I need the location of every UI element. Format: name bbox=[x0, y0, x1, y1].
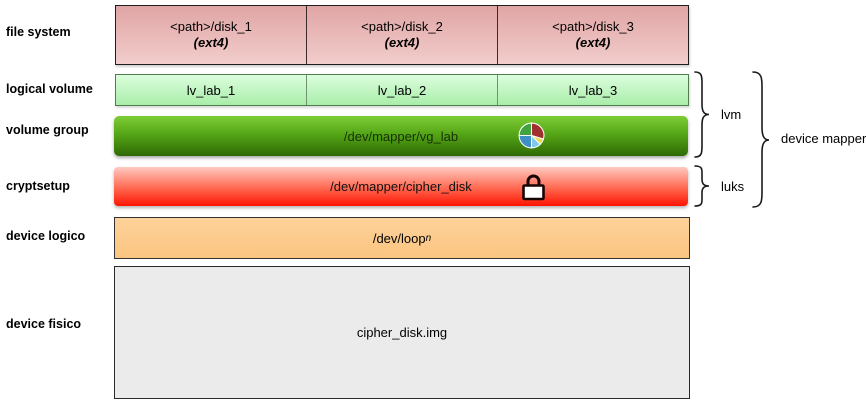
row-label-device-fisico: device fisico bbox=[6, 317, 82, 331]
pie-chart-icon bbox=[518, 122, 545, 149]
cryptsetup-device-path: /dev/mapper/cipher_disk bbox=[330, 179, 472, 194]
logical-volume-box: lv_lab_1 lv_lab_2 lv_lab_3 bbox=[115, 74, 689, 106]
lv-1-cell: lv_lab_1 bbox=[116, 75, 307, 105]
lvm-brace bbox=[694, 71, 710, 158]
device-fisico-box: cipher_disk.img bbox=[114, 266, 690, 399]
volume-group-device-path: /dev/mapper/vg_lab bbox=[343, 128, 459, 144]
lv-3-cell: lv_lab_3 bbox=[568, 82, 618, 98]
disk-3-path: <path>/disk_3 bbox=[552, 19, 634, 34]
cryptsetup-bar: /dev/mapper/cipher_disk bbox=[114, 167, 688, 206]
loop-device-path: /dev/loop bbox=[372, 230, 426, 246]
lvm-annotation: lvm bbox=[721, 107, 742, 122]
disk-1-path: <path>/disk_1 bbox=[170, 19, 252, 34]
row-label-device-logico: device logico bbox=[6, 229, 86, 243]
disk-1-fs-type: (ext4) bbox=[193, 35, 229, 50]
row-label-volume-group: volume group bbox=[6, 123, 89, 137]
disk-1-cell: <path>/disk_1 (ext4) bbox=[116, 6, 307, 64]
loop-device-subscript: n bbox=[425, 232, 432, 244]
padlock-icon bbox=[522, 174, 545, 201]
lv-2-cell: lv_lab_2 bbox=[307, 75, 498, 105]
disk-2-cell: <path>/disk_2 (ext4) bbox=[307, 6, 498, 64]
device-mapper-annotation: device mapper bbox=[781, 131, 866, 146]
file-system-box: <path>/disk_1 (ext4) <path>/disk_2 (ext4… bbox=[115, 5, 689, 65]
disk-3-cell: <path>/disk_3 (ext4) bbox=[498, 6, 688, 64]
device-mapper-brace bbox=[752, 71, 770, 208]
disk-3-fs-type: (ext4) bbox=[575, 35, 611, 50]
disk-2-path: <path>/disk_2 bbox=[361, 19, 443, 34]
row-label-logical-volume: logical volume bbox=[6, 82, 93, 96]
volume-group-bar: /dev/mapper/vg_lab bbox=[114, 116, 688, 156]
luks-annotation: luks bbox=[721, 179, 745, 194]
row-label-file-system: file system bbox=[6, 25, 71, 39]
disk-image-filename: cipher_disk.img bbox=[356, 325, 448, 340]
row-label-cryptsetup: cryptsetup bbox=[6, 179, 70, 193]
disk-2-fs-type: (ext4) bbox=[384, 35, 420, 50]
luks-brace bbox=[694, 165, 710, 207]
